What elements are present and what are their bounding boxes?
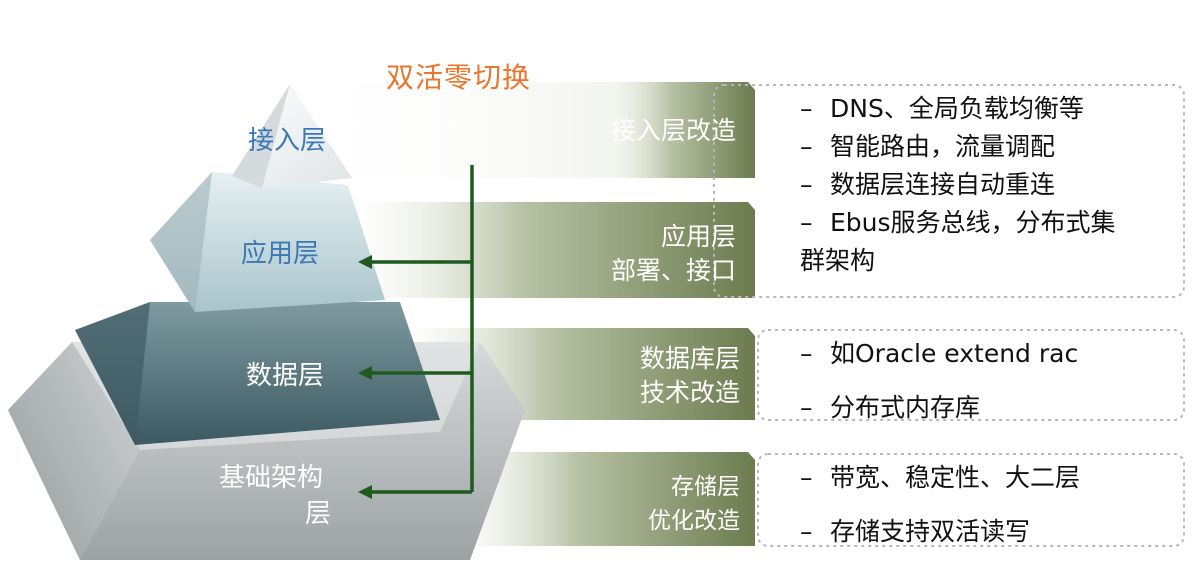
band-storage <box>430 452 755 546</box>
detail-item: –智能路由，流量调配 <box>800 132 1056 161</box>
detail-item: –Ebus服务总线，分布式集 <box>800 208 1116 237</box>
band-label-application-line1: 应用层 <box>660 222 736 251</box>
layer-label-infrastructure-line2: 层 <box>305 499 332 529</box>
layer-label-application: 应用层 <box>240 239 319 269</box>
band-label-application-line2: 部署、接口 <box>610 256 736 285</box>
detail-item: –分布式内存库 <box>800 393 981 422</box>
band-label-database: 数据库层 技术改造 <box>560 342 740 410</box>
band-label-access: 接入层改造 <box>560 114 736 148</box>
detail-box-outlines <box>713 84 1185 547</box>
detail-list-database: –如Oracle extend rac –分布式内存库 <box>800 327 1078 435</box>
band-application <box>330 202 755 298</box>
pyramid-top-tier <box>232 84 352 188</box>
layer-label-data: 数据层 <box>245 361 324 391</box>
detail-list-storage: –带宽、稳定性、大二层 –存储支持双活读写 <box>800 451 1080 559</box>
band-label-storage-line1: 存储层 <box>671 474 740 500</box>
pyramid-data-tier <box>75 302 440 445</box>
detail-item: –存储支持双活读写 <box>800 517 1031 546</box>
band-label-database-line2: 技术改造 <box>639 378 740 407</box>
band-label-access-line1: 接入层改造 <box>610 116 736 145</box>
arrow-head-icon <box>358 485 372 499</box>
layer-label-infrastructure: 基础架构 层 <box>205 460 375 532</box>
detail-item: –带宽、稳定性、大二层 <box>800 463 1081 492</box>
detail-box-1 <box>713 84 1185 298</box>
detail-list-access-app: –DNS、全局负载均衡等 –智能路由，流量调配 –数据层连接自动重连 –Ebus… <box>800 90 1116 280</box>
band-label-storage-line2: 优化改造 <box>648 508 740 534</box>
band-access <box>290 82 755 178</box>
detail-box-2 <box>757 329 1185 421</box>
arrow-head-icon <box>358 255 372 269</box>
band-label-database-line1: 数据库层 <box>639 344 740 373</box>
layer-label-infrastructure-line1: 基础架构 <box>219 463 324 493</box>
band-label-storage: 存储层 优化改造 <box>560 470 740 538</box>
detail-item: –数据层连接自动重连 <box>800 170 1056 199</box>
diagram-title: 双活零切换 <box>386 61 532 94</box>
detail-item: –如Oracle extend rac <box>800 339 1079 368</box>
pyramid-app-tier <box>150 172 385 312</box>
arrow-head-icon <box>358 366 372 380</box>
detail-item: –DNS、全局负载均衡等 <box>800 94 1084 123</box>
layer-label-access: 接入层 <box>247 126 326 156</box>
band-label-application: 应用层 部署、接口 <box>560 220 736 288</box>
connector-arrows <box>358 165 474 499</box>
detail-item-continuation: 群架构 <box>800 246 876 275</box>
detail-box-3 <box>757 453 1185 547</box>
